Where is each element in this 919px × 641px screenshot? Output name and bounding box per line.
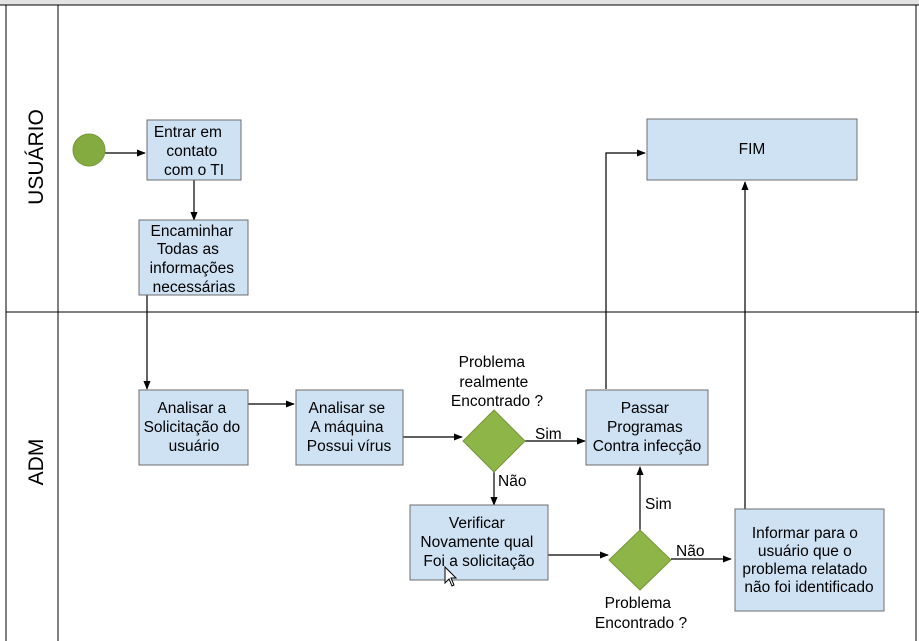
mouse-cursor-icon	[444, 565, 458, 587]
gateway2-question: Problema Encontrado ?	[595, 595, 688, 632]
lane-label-adm: ADM	[25, 439, 48, 486]
gateway-problema-realmente-encontrado[interactable]	[462, 409, 526, 473]
task-verificar[interactable]	[409, 504, 549, 581]
task-informar[interactable]	[734, 508, 885, 612]
task-entrar-em-contato-label: Entrar em contato com o TI	[154, 124, 226, 179]
task-analisar-virus-label: Analisar se A máquina Possui vírus	[307, 400, 392, 455]
task-analisar-solicitacao-label: Analisar a Solicitação do usuário	[144, 400, 245, 455]
task-informar-label: Informar para o usuário que o problema r…	[742, 525, 873, 596]
task-encaminhar[interactable]	[138, 219, 249, 296]
task-analisar-solicitacao[interactable]	[138, 389, 249, 466]
edge-label-sim-2: Sim	[645, 496, 672, 513]
edge-label-nao-1: Não	[498, 473, 526, 490]
end-fim-label: FIM	[739, 141, 766, 158]
task-analisar-virus[interactable]	[295, 389, 404, 466]
lane-label-usuario: USUÁRIO	[25, 109, 48, 205]
edge-passar-to-fim	[605, 149, 646, 389]
edge-label-sim-1: Sim	[535, 426, 562, 443]
gateway-problema-encontrado[interactable]	[608, 529, 672, 591]
edge-label-nao-2: Não	[676, 543, 704, 560]
task-verificar-label: Verificar Novamente qual Foi a solicitaç…	[420, 515, 537, 570]
task-entrar-em-contato[interactable]	[146, 119, 242, 181]
end-fim[interactable]	[646, 118, 858, 181]
gateway1-question: Problema realmente Encontrado ?	[451, 354, 544, 410]
task-passar-programas-label: Passar Programas Contra infecção	[593, 400, 702, 455]
edges	[105, 149, 749, 563]
task-encaminhar-label: Encaminhar Todas as informações necessár…	[150, 223, 239, 296]
task-passar-programas[interactable]	[585, 389, 709, 466]
start-event[interactable]	[72, 133, 106, 167]
